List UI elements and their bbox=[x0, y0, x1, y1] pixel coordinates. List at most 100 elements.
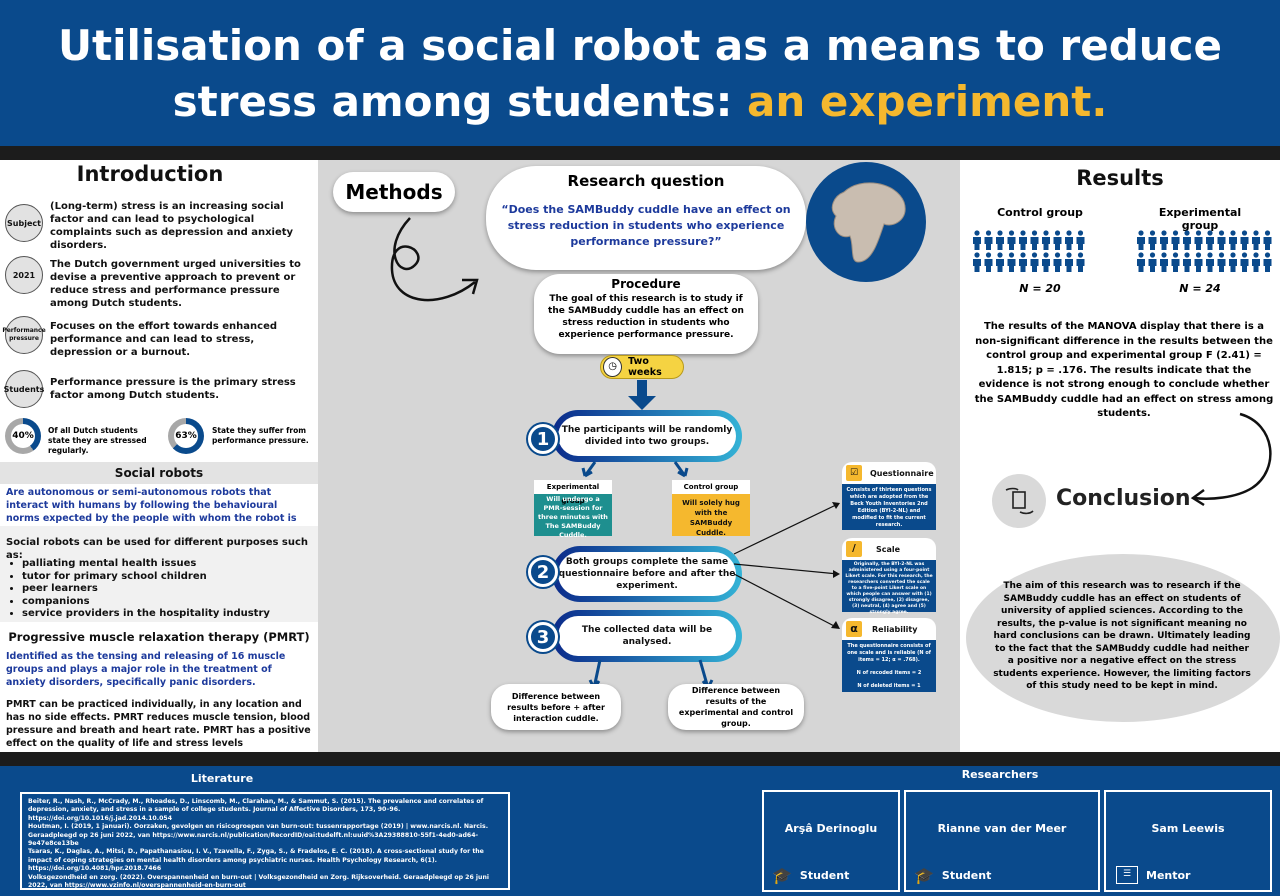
research-question-text: “Does the SAMBuddy cuddle have an effect… bbox=[501, 203, 791, 248]
ruler-icon: / bbox=[846, 541, 862, 557]
outcome-groups: Difference between results of the experi… bbox=[668, 684, 804, 730]
experimental-n: N = 24 bbox=[1179, 282, 1221, 295]
step-2-number: 2 bbox=[528, 557, 558, 587]
person-icon bbox=[1229, 252, 1237, 272]
person-icon bbox=[1160, 230, 1168, 250]
step-3-text: The collected data will be analysed. bbox=[558, 616, 736, 656]
performance-pressure-circle: Performance pressure bbox=[2, 316, 46, 354]
conclusion-ellipse bbox=[966, 554, 1280, 722]
research-question-box: Research question “Does the SAMBuddy cud… bbox=[486, 166, 806, 270]
results-heading: Results bbox=[1076, 166, 1164, 190]
person-icon bbox=[1030, 252, 1039, 272]
researcher-role-row: ☰ Mentor bbox=[1116, 866, 1190, 884]
person-icon bbox=[996, 252, 1004, 272]
reliability-card-head: α Reliability bbox=[842, 618, 936, 640]
research-question-heading: Research question bbox=[567, 172, 725, 190]
social-robots-purposes-list: palliating mental health issues tutor fo… bbox=[22, 558, 312, 621]
researcher-role: Mentor bbox=[1146, 868, 1191, 882]
alpha-icon: α bbox=[846, 621, 862, 637]
person-icon bbox=[984, 230, 993, 250]
step-1-text: The participants will be randomly divide… bbox=[558, 416, 736, 456]
experimental-group-box: Experimental group Will undergo a PMR-se… bbox=[534, 480, 612, 539]
person-icon bbox=[1252, 252, 1260, 272]
control-group-title: Control group bbox=[672, 480, 750, 494]
person-icon bbox=[1217, 230, 1226, 250]
researcher-role-row: 🎓 Student bbox=[772, 866, 849, 885]
stat-donut-63: 63% bbox=[168, 418, 204, 454]
poster-title: Utilisation of a social robot as a means… bbox=[0, 18, 1280, 130]
person-icon bbox=[1240, 230, 1249, 250]
person-icon bbox=[1171, 230, 1180, 250]
scale-text: Originally, the BYI-2-NL was administere… bbox=[842, 560, 936, 615]
purpose-item: companions bbox=[22, 596, 312, 609]
social-robots-heading: Social robots bbox=[114, 466, 204, 480]
outcome-before-after: Difference between results before + afte… bbox=[491, 684, 621, 730]
person-icon bbox=[1065, 252, 1073, 272]
stat-40-value: 40% bbox=[11, 424, 35, 448]
reliability-recoded: N of recoded items = 2 bbox=[856, 670, 922, 676]
conclusion-arrow-icon bbox=[1190, 412, 1272, 507]
conclusion-heading: Conclusion bbox=[1056, 486, 1191, 511]
header-divider bbox=[0, 146, 1280, 160]
person-icon bbox=[1042, 252, 1050, 272]
step-2-text: Both groups complete the same questionna… bbox=[558, 552, 736, 596]
stat-40-text: Of all Dutch students state they are str… bbox=[48, 426, 147, 455]
experimental-people-icons bbox=[1136, 230, 1272, 280]
graduation-cap-icon: 🎓 bbox=[914, 866, 934, 885]
researcher-name: Sam Leewis bbox=[1151, 822, 1225, 835]
stat-63-value: 63% bbox=[174, 424, 198, 448]
procedure-box: Procedure The goal of this research is t… bbox=[534, 274, 758, 354]
person-icon bbox=[1148, 252, 1157, 272]
stat-63-text: State they suffer from performance press… bbox=[212, 426, 309, 445]
researcher-card-3: Sam Leewis ☰ Mentor bbox=[1104, 790, 1272, 892]
reference-item: Houtman, I. (2019, 1 januari). Oorzaken,… bbox=[28, 823, 489, 848]
pmrt-text: PMRT can be practiced individually, in a… bbox=[6, 699, 311, 749]
methods-arrow-icon bbox=[390, 217, 479, 302]
questionnaire-card-head: ☑ Questionnaire bbox=[842, 462, 936, 484]
conclusion-text: The aim of this research was to research… bbox=[993, 581, 1251, 691]
person-icon bbox=[1053, 252, 1062, 272]
step-3-box: The collected data will be analysed. bbox=[552, 610, 742, 662]
duration-text: Two weeks bbox=[628, 356, 662, 378]
card-connectors bbox=[733, 502, 840, 629]
pmrt-heading: Progressive muscle relaxation therapy (P… bbox=[8, 630, 310, 644]
pmrt-definition: Identified as the tensing and releasing … bbox=[6, 651, 286, 688]
students-circle: Students bbox=[4, 370, 44, 408]
sambuddy-cuddle-icon bbox=[831, 182, 906, 263]
split-arrows-icon bbox=[581, 461, 689, 478]
step-3-number: 3 bbox=[528, 622, 558, 652]
researcher-role-row: 🎓 Student bbox=[914, 866, 991, 885]
experimental-group-title: Experimental group bbox=[534, 480, 612, 505]
reliability-title: Reliability bbox=[872, 624, 918, 634]
person-icon bbox=[1206, 230, 1214, 250]
person-icon bbox=[1065, 230, 1073, 250]
reference-item: Beiter, R., Nash, R., McCrady, M., Rhoad… bbox=[28, 798, 484, 822]
students-text: Performance pressure is the primary stre… bbox=[50, 377, 296, 401]
hands-box-icon bbox=[1005, 487, 1034, 515]
reliability-text: The questionnaire consists of one scale … bbox=[847, 643, 931, 663]
person-icon bbox=[1217, 252, 1226, 272]
person-icon bbox=[973, 230, 981, 250]
year-circle: 2021 bbox=[5, 256, 43, 294]
step-2-box: Both groups complete the same questionna… bbox=[552, 546, 742, 602]
person-icon bbox=[1019, 230, 1027, 250]
control-group-text: Will solely hug with the SAMBuddy Cuddle… bbox=[682, 499, 740, 537]
person-icon bbox=[1042, 230, 1050, 250]
experimental-group-text: Will undergo a PMR-session for three min… bbox=[538, 495, 608, 539]
person-icon bbox=[1240, 252, 1249, 272]
scale-card: / Scale Originally, the BYI-2-NL was adm… bbox=[842, 538, 936, 615]
subject-text: (Long-term) stress is an increasing soci… bbox=[50, 201, 294, 251]
purpose-item: tutor for primary school children bbox=[22, 571, 312, 584]
person-icon bbox=[984, 252, 993, 272]
person-icon bbox=[1263, 230, 1272, 250]
down-arrow-icon bbox=[628, 380, 656, 410]
researcher-card-2: Rianne van der Meer 🎓 Student bbox=[904, 790, 1100, 892]
mentor-board-icon: ☰ bbox=[1116, 866, 1138, 884]
footer-divider bbox=[0, 752, 1280, 766]
clipboard-icon: ☑ bbox=[846, 465, 862, 481]
person-icon bbox=[1053, 230, 1062, 250]
person-icon bbox=[1183, 252, 1191, 272]
researcher-card-1: Arşâ Derinoglu 🎓 Student bbox=[762, 790, 900, 892]
scale-card-head: / Scale bbox=[842, 538, 936, 560]
literature-heading: Literature bbox=[190, 772, 254, 785]
